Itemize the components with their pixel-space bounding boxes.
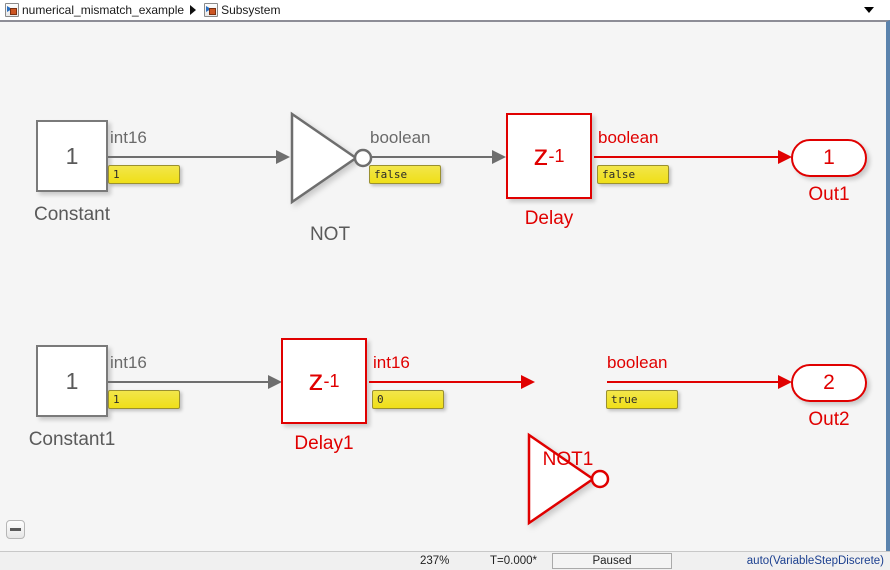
not1-gate-shape [527,432,610,526]
block-out2[interactable]: 2 [791,364,867,402]
breadcrumb-subsystem-label: Subsystem [221,2,281,17]
block-label-delay: Delay [524,208,574,229]
chevron-right-icon [190,4,197,15]
model-canvas[interactable]: 1 Constant int16 1 NOT boolean false [0,22,886,551]
block-label-not1: NOT1 [542,449,594,470]
block-delay1[interactable]: z-1 [281,338,367,424]
constant1-body: 1 [36,345,108,417]
block-out1[interactable]: 1 [791,139,867,177]
constant1-value: 1 [65,367,79,394]
signal-value-badge-not[interactable]: false [369,165,441,184]
not-gate-shape [290,111,373,205]
signal-value-badge-constant1[interactable]: 1 [108,390,180,409]
signal-value-badge-not1[interactable]: true [606,390,678,409]
block-constant[interactable]: 1 [36,120,108,192]
breadcrumb: numerical_mismatch_example Subsystem [0,0,890,20]
out1-port-number: 1 [823,146,835,169]
block-label-delay1: Delay1 [294,433,354,454]
signal-type-constant1-out: int16 [110,353,147,372]
block-delay[interactable]: z-1 [506,113,592,199]
status-sim-state[interactable]: Paused [552,553,672,569]
delay1-symbol: z [308,364,324,397]
delay1-body: z-1 [281,338,367,424]
out1-body: 1 [791,139,867,177]
signal-type-delay-out: boolean [598,128,659,147]
block-not1[interactable] [527,431,610,527]
status-solver-link[interactable]: auto(VariableStepDiscrete) [746,555,884,567]
simulink-model-icon [5,2,19,17]
block-label-out2: Out2 [808,409,850,430]
block-constant1[interactable]: 1 [36,345,108,417]
block-label-constant: Constant [33,204,111,225]
block-not[interactable] [290,110,373,206]
signal-type-not-out: boolean [370,128,431,147]
constant-body: 1 [36,120,108,192]
signal-type-constant-out: int16 [110,128,147,147]
signal-type-delay1-out: int16 [373,353,410,372]
block-label-not: NOT [309,224,351,245]
status-zoom-level[interactable]: 237% [420,555,450,567]
signal-value-badge-delay[interactable]: false [597,165,669,184]
subsystem-icon [204,2,219,17]
breadcrumb-model-label: numerical_mismatch_example [22,2,185,17]
chevron-down-icon[interactable] [862,4,876,16]
constant-value: 1 [65,142,79,169]
breadcrumb-item-model[interactable]: numerical_mismatch_example [3,1,186,19]
breadcrumb-item-subsystem[interactable]: Subsystem [202,1,282,19]
block-label-constant1: Constant1 [28,429,116,450]
delay-body: z-1 [506,113,592,199]
block-label-out1: Out1 [808,184,850,205]
signal-type-not1-out: boolean [607,353,668,372]
out2-body: 2 [791,364,867,402]
out2-port-number: 2 [823,371,835,394]
editor-frame: 1 Constant int16 1 NOT boolean false [0,20,890,551]
status-bar: 237% T=0.000* Paused auto(VariableStepDi… [0,551,890,570]
collapse-minus-icon[interactable] [6,520,25,539]
signal-value-badge-constant[interactable]: 1 [108,165,180,184]
status-simulation-time: T=0.000* [490,555,537,567]
signal-value-badge-delay1[interactable]: 0 [372,390,444,409]
delay-symbol: z [533,139,549,172]
